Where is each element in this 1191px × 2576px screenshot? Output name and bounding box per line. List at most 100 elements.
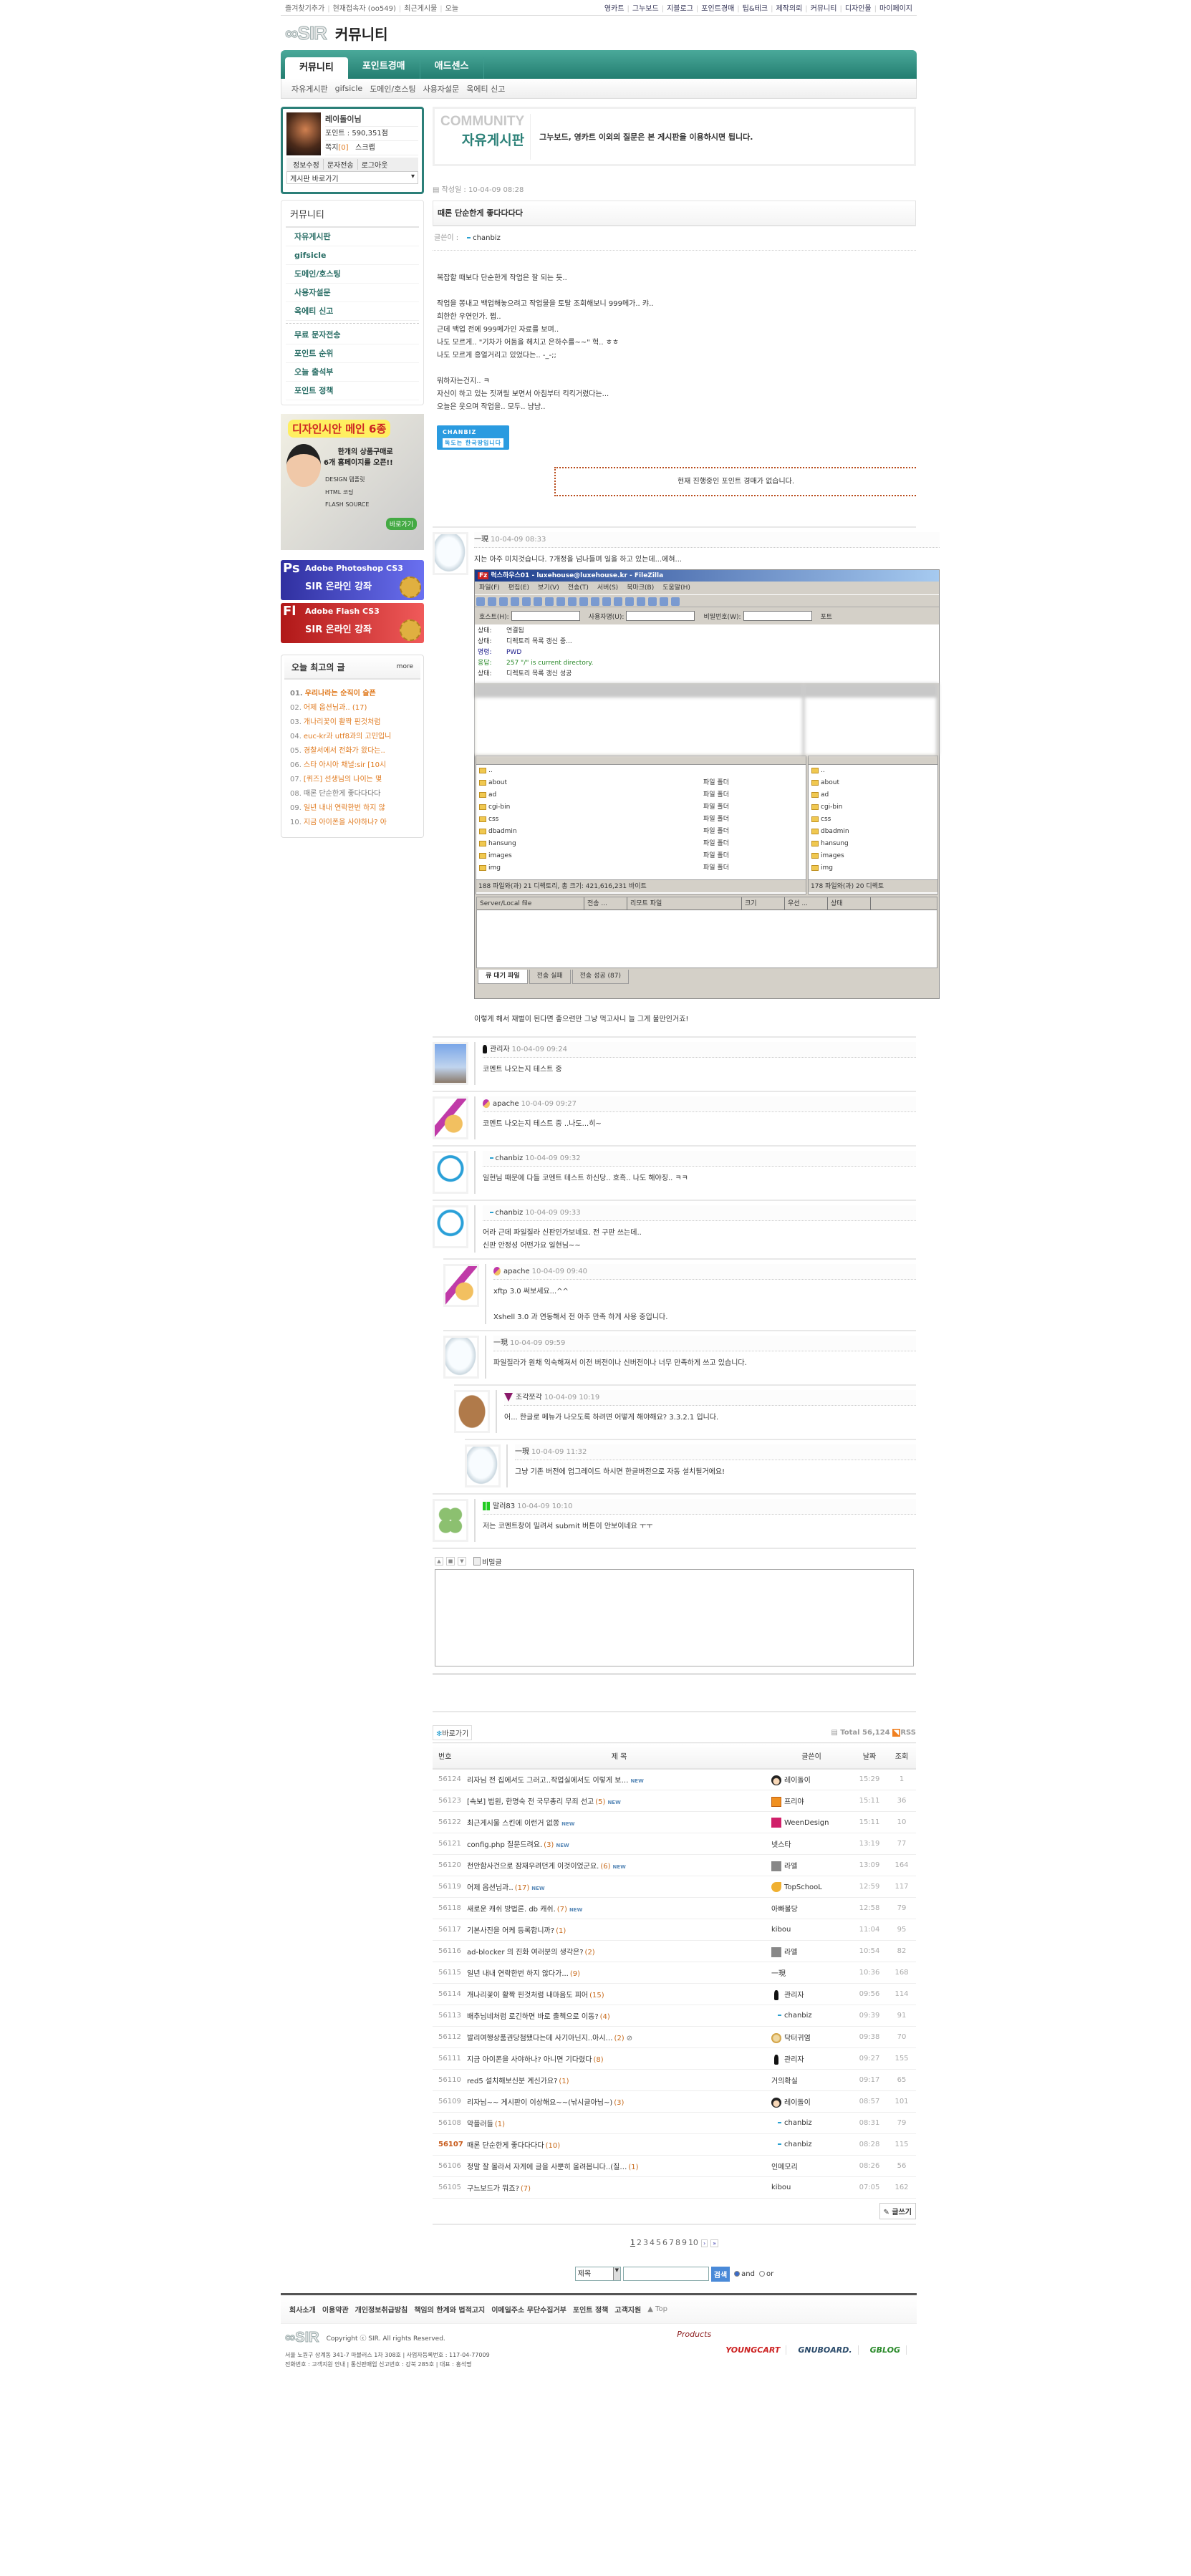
top-link[interactable]: 지블로그: [662, 5, 693, 13]
top-link[interactable]: 그누보드: [627, 5, 659, 13]
post-title-cell[interactable]: 어제 옵션님과..(17)NEW: [467, 1876, 771, 1898]
subnav-item[interactable]: 자유게시판: [291, 84, 328, 94]
author-name[interactable]: 레이돌이: [784, 1776, 811, 1785]
product-logo[interactable]: YOUNGCART: [725, 2345, 787, 2355]
sidebar-item[interactable]: 옥에티 신고: [286, 302, 419, 321]
best-post-title[interactable]: [퀴즈] 선생님의 나이는 몇: [303, 776, 382, 783]
page-link[interactable]: 2: [636, 2238, 642, 2247]
photoshop-course-banner[interactable]: Ps Adobe Photoshop CS3 SIR 온라인 강좌: [281, 560, 424, 600]
post-title-link[interactable]: 배추님네처럼 로긴하면 바로 출첵으로 이동?: [467, 2013, 599, 2021]
best-post-item[interactable]: 07.[퀴즈] 선생님의 나이는 몇: [290, 773, 415, 787]
post-title-link[interactable]: ad-blocker 의 진화 여러분의 생각은?: [467, 1949, 584, 1957]
subnav-item[interactable]: 도메인/호스팅: [370, 84, 416, 94]
sidebar-item[interactable]: 포인트 순위: [286, 344, 419, 363]
last-page-button[interactable]: »: [710, 2239, 719, 2247]
best-post-title[interactable]: 우리나라는 순직이 슬픈: [304, 690, 376, 698]
best-post-title[interactable]: 지금 아이폰을 사야하나? 아: [303, 819, 387, 826]
footer-link[interactable]: 회사소개: [289, 2307, 316, 2315]
footer-link[interactable]: 이메일주소 무단수집거부: [491, 2307, 566, 2315]
memo-link[interactable]: 쪽지: [325, 144, 339, 152]
post-title-cell[interactable]: red5 설치해보신분 계신가요?(1): [467, 2069, 771, 2091]
best-post-item[interactable]: 03.개나리꽃이 활짝 핀것처럼: [290, 715, 415, 730]
comment-author[interactable]: 一現: [515, 1448, 529, 1456]
page-link[interactable]: 5: [655, 2238, 661, 2247]
scrap-link[interactable]: 스크랩: [355, 144, 375, 152]
post-title-link[interactable]: 일년 내내 연락한번 하지 않다가...: [467, 1970, 569, 1978]
post-author[interactable]: TopSchooL: [771, 1876, 852, 1898]
page-link[interactable]: 7: [668, 2238, 674, 2247]
author-name[interactable]: TopSchooL: [784, 1883, 822, 1891]
subnav-item[interactable]: 사용자설문: [423, 84, 460, 94]
best-post-title[interactable]: euc-kr과 utf8과의 고민입니: [303, 733, 392, 741]
author-name[interactable]: 닥터귀염: [784, 2034, 811, 2042]
post-author[interactable]: 관리자: [771, 2047, 852, 2070]
post-author[interactable]: chanbiz: [771, 2005, 852, 2027]
top-link[interactable]: 마이페이지: [874, 5, 912, 13]
post-title-link[interactable]: 발리여행상품권당첨됐다는데 사기아닌지..아시…: [467, 2035, 613, 2042]
footer-link[interactable]: 이용약관: [322, 2307, 349, 2315]
subnav-item[interactable]: 옥에티 신고: [466, 84, 506, 94]
post-title-link[interactable]: 때론 단순한게 좋다다다다: [467, 2142, 544, 2150]
post-author[interactable]: kibou: [771, 2176, 852, 2199]
top-link[interactable]: 즐겨찾기추가: [285, 5, 325, 13]
author-name[interactable]: chanbiz: [784, 2119, 812, 2127]
best-post-title[interactable]: 일년 내내 연락한번 하지 않: [303, 804, 385, 812]
post-title-cell[interactable]: 개나리꽃이 활짝 핀것처럼 내마음도 피어(15): [467, 1983, 771, 2005]
best-post-title[interactable]: 개나리꽃이 활짝 핀것처럼: [303, 718, 381, 726]
post-title-link[interactable]: config.php 질문드려요.: [467, 1841, 543, 1849]
product-logo[interactable]: GBLOG: [870, 2345, 907, 2355]
post-title-cell[interactable]: 새로운 캐쉬 방법론. db 캐쉬.(7)NEW: [467, 1897, 771, 1919]
post-author[interactable]: 닥터귀염: [771, 2026, 852, 2048]
post-title-cell[interactable]: config.php 질문드려요.(3)NEW: [467, 1833, 771, 1855]
post-title-link[interactable]: 천안함사건으로 잠재우려던게 이것이었군요.: [467, 1863, 599, 1871]
top-link[interactable]: 포인트경매: [696, 5, 734, 13]
post-title-cell[interactable]: 지금 아이폰을 사야하나? 아니면 기다렸다(8): [467, 2047, 771, 2070]
post-title-link[interactable]: 리자님 전 집에서도 그러고..작업실에서도 이렇게 보…: [467, 1777, 629, 1785]
post-author[interactable]: chanbiz: [473, 234, 501, 242]
post-title-cell[interactable]: 구느보드가 뭐죠?(7): [467, 2176, 771, 2199]
author-name[interactable]: WeenDesign: [784, 1818, 829, 1827]
post-author[interactable]: 레이돌이: [771, 2090, 852, 2113]
comment-author[interactable]: 조각쪼각: [516, 1394, 542, 1402]
best-post-item[interactable]: 05.경찰서에서 전화가 왔다는..: [290, 744, 415, 758]
author-name[interactable]: 거의확실: [771, 2078, 798, 2085]
page-link[interactable]: 10: [688, 2238, 698, 2247]
page-link[interactable]: 8: [675, 2238, 680, 2247]
author-name[interactable]: 一現: [771, 1970, 786, 1978]
post-title-link[interactable]: 새로운 캐쉬 방법론. db 캐쉬.: [467, 1906, 556, 1914]
top-link[interactable]: 제작의뢰: [771, 5, 802, 13]
post-title-cell[interactable]: [속보] 법원, 한명숙 전 국무총리 무죄 선고(5)NEW: [467, 1790, 771, 1812]
author-name[interactable]: chanbiz: [784, 2012, 812, 2020]
post-title-cell[interactable]: 악플러들(1): [467, 2112, 771, 2134]
best-post-title[interactable]: 어제 옵션님과.. (17): [303, 704, 367, 712]
best-post-item[interactable]: 02.어제 옵션님과.. (17): [290, 701, 415, 715]
sidebar-item[interactable]: 무료 문자전송: [286, 326, 419, 344]
author-name[interactable]: chanbiz: [784, 2141, 812, 2148]
author-name[interactable]: 아빠불당: [771, 1906, 798, 1914]
and-radio[interactable]: [734, 2271, 741, 2277]
post-title-cell[interactable]: 정말 잘 몰라서 자게에 글을 사뿐히 올려봅니다..(질…(1): [467, 2155, 771, 2177]
post-author[interactable]: 라엘: [771, 1940, 852, 1962]
post-title-cell[interactable]: 리자님~~ 게시판이 이상해요~~(낚시글아님~)(3): [467, 2090, 771, 2113]
post-title-cell[interactable]: 일년 내내 연락한번 하지 않다가...(9): [467, 1962, 771, 1984]
sidebar-item[interactable]: gifsicle: [286, 246, 419, 265]
post-author[interactable]: 거의확실: [771, 2069, 852, 2091]
author-name[interactable]: 관리자: [784, 2055, 804, 2064]
comment-author[interactable]: chanbiz: [495, 1154, 524, 1162]
best-post-item[interactable]: 10.지금 아이폰을 사야하나? 아: [290, 816, 415, 830]
comment-author[interactable]: 一現: [493, 1339, 508, 1347]
search-field-select[interactable]: 제목▼: [574, 2267, 621, 2281]
post-author[interactable]: kibou: [771, 1919, 852, 1941]
rss-icon[interactable]: ◥: [892, 1728, 901, 1737]
